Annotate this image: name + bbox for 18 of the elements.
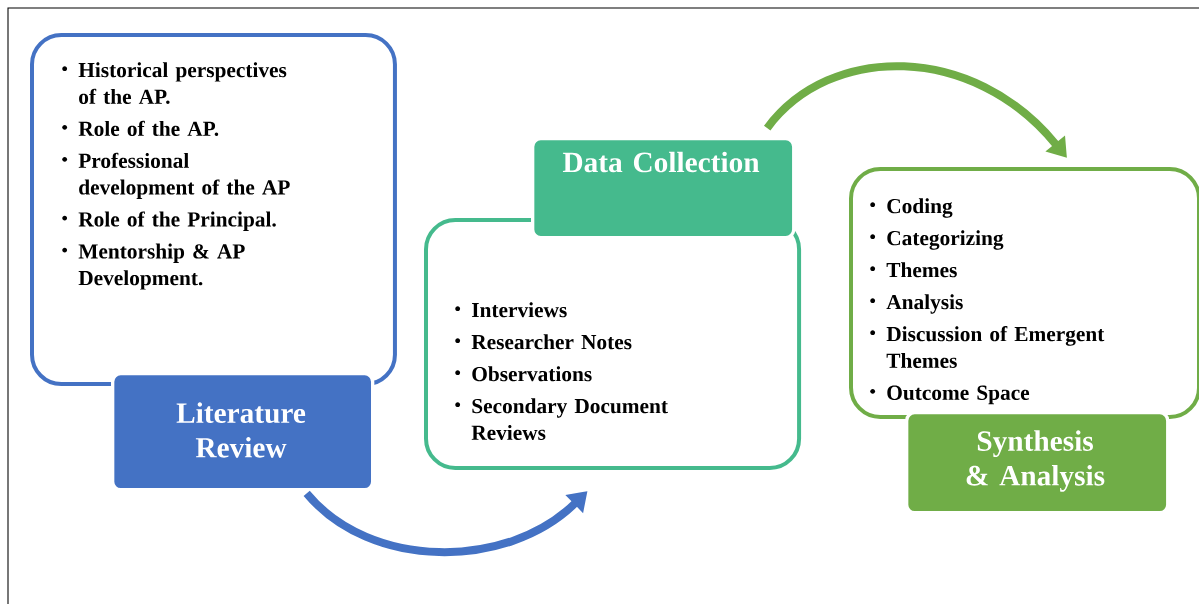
bullet-item: Categorizing — [870, 230, 1004, 250]
bullet-item: Outcome Space — [870, 385, 1030, 405]
title-box: Literature Review — [111, 372, 375, 492]
bullet-item: Role of the AP. — [62, 120, 219, 137]
bullet-item: Analysis — [870, 294, 963, 314]
title-box: Synthesis & Analysis — [905, 411, 1170, 515]
bullet-item: Coding — [870, 198, 953, 218]
bullet-item: Secondary Document Reviews — [455, 398, 668, 440]
bullet-item: Observations — [455, 366, 592, 382]
bullet-item: Role of the Principal. — [62, 211, 276, 231]
bullet-item: Interviews — [455, 302, 567, 318]
bullet-item: Discussion of Emergent Themes — [870, 326, 1105, 368]
bullet-item: Researcher Notes — [455, 334, 632, 350]
bullet-item: Themes — [870, 262, 957, 278]
title-box: Data Collection — [531, 137, 796, 240]
bullet-item: Professional development of the AP — [62, 152, 290, 199]
bullet-item: Mentorship & AP Development. — [62, 243, 245, 290]
bullet-item: Historical perspectives of the AP. — [62, 62, 287, 105]
